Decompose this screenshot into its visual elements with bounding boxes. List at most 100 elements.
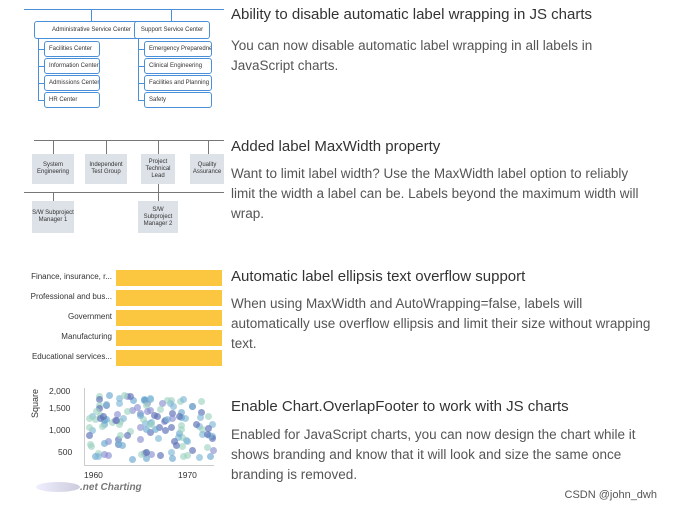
- bar: [116, 310, 222, 326]
- org-connector: [91, 9, 92, 21]
- scatter-point: [147, 396, 154, 403]
- hier-node: System Engineering: [32, 154, 74, 184]
- x-axis: [84, 465, 214, 466]
- scatter-point: [210, 447, 217, 454]
- scatter-point: [147, 429, 154, 436]
- org-node-head: Administrative Service Center: [34, 21, 149, 39]
- scatter-point: [137, 436, 144, 443]
- scatter-point: [196, 454, 203, 461]
- scatter-point: [169, 410, 176, 417]
- hier-connector: [34, 140, 224, 141]
- watermark: CSDN @john_dwh: [564, 489, 658, 501]
- hier-node: S/W Subproject Manager 2: [138, 201, 178, 233]
- scatter-point: [162, 427, 169, 434]
- bar-label: Manufacturing: [61, 332, 112, 341]
- scatter-point: [164, 416, 171, 423]
- bar: [116, 290, 222, 306]
- feature-label-ellipsis: Finance, insurance, r... Professional an…: [0, 258, 673, 373]
- scatter-point: [115, 436, 122, 443]
- bar-row: Educational services...: [24, 350, 224, 366]
- x-tick-label: 1970: [178, 470, 197, 480]
- hier-node: Independent Test Group: [85, 154, 127, 184]
- scatter-point: [171, 438, 178, 445]
- scatter-point: [116, 395, 123, 402]
- bar-label: Government: [67, 312, 112, 321]
- scatter-point: [151, 412, 158, 419]
- y-axis-label: Square: [30, 388, 40, 418]
- org-node: HR Center: [44, 92, 100, 108]
- scatter-point: [205, 425, 212, 432]
- scatter-point: [114, 411, 121, 418]
- bar-chart-thumbnail: Finance, insurance, r... Professional an…: [24, 270, 224, 370]
- scatter-point: [168, 424, 175, 431]
- bar: [116, 350, 222, 366]
- hier-node: Project Technical Lead: [141, 154, 175, 184]
- scatter-point: [143, 449, 150, 456]
- scatter-point: [137, 412, 144, 419]
- hier-connector: [106, 140, 107, 154]
- scatter-point: [209, 435, 216, 442]
- scatter-point: [103, 401, 110, 408]
- scatter-point: [120, 415, 127, 422]
- org-connector: [38, 38, 39, 100]
- scatter-point: [100, 413, 107, 420]
- scatter-point: [127, 428, 134, 435]
- bar-label: Professional and bus...: [30, 292, 112, 301]
- scatter-point: [180, 396, 187, 403]
- scatter-point: [117, 418, 124, 425]
- scatter-point: [205, 413, 212, 420]
- scatter-point: [89, 427, 96, 434]
- branding-swoosh-icon: [36, 482, 80, 492]
- scatter-point: [183, 437, 190, 444]
- org-chart-thumbnail: Administrative Service Center Support Se…: [24, 0, 224, 110]
- hier-connector: [24, 192, 224, 193]
- scatter-point: [143, 402, 150, 409]
- scatter-point: [99, 423, 106, 430]
- scatter-point: [121, 392, 128, 399]
- scatter-point: [101, 440, 108, 447]
- scatter-point: [209, 421, 216, 428]
- scatter-point: [184, 452, 191, 459]
- bar-label: Finance, insurance, r...: [31, 272, 112, 281]
- scatter-point: [117, 432, 124, 439]
- scatter-point: [124, 432, 131, 439]
- hier-connector: [158, 184, 159, 201]
- scatter-point: [197, 414, 204, 421]
- scatter-point: [155, 435, 162, 442]
- y-tick-label: 1,000: [49, 425, 71, 435]
- scatter-point: [159, 400, 166, 407]
- hier-connector: [53, 140, 54, 154]
- branding-text: .net Charting: [80, 482, 142, 493]
- scatter-point: [198, 409, 205, 416]
- org-connector: [38, 66, 44, 67]
- bar-row: Government: [24, 310, 224, 326]
- scatter-point: [86, 424, 93, 431]
- feature-title: Ability to disable automatic label wrapp…: [231, 6, 593, 23]
- org-node: Emergency Preparedness: [144, 41, 212, 57]
- feature-label-wrapping: Administrative Service Center Support Se…: [0, 0, 673, 120]
- scatter-point: [134, 404, 141, 411]
- scatter-point: [180, 453, 187, 460]
- hier-connector: [158, 140, 159, 154]
- scatter-point: [116, 400, 123, 407]
- scatter-point: [124, 408, 131, 415]
- scatter-point: [199, 426, 206, 433]
- scatter-point: [143, 426, 150, 433]
- bar-row: Manufacturing: [24, 330, 224, 346]
- org-connector: [171, 9, 172, 21]
- org-connector: [38, 49, 44, 50]
- scatter-point: [92, 416, 99, 423]
- scatter-point: [164, 397, 171, 404]
- org-connector: [138, 38, 139, 100]
- scatter-point: [130, 397, 137, 404]
- scatter-point: [105, 438, 112, 445]
- scatter-point: [179, 434, 186, 441]
- hier-node: Quality Assurance: [190, 154, 224, 184]
- bar-row: Finance, insurance, r...: [24, 270, 224, 286]
- scatter-point: [207, 453, 214, 460]
- org-node-head: Support Service Center: [134, 21, 210, 39]
- scatter-point: [127, 393, 134, 400]
- y-tick-label: 2,000: [49, 388, 71, 396]
- scatter-point: [143, 455, 150, 462]
- scatter-point: [178, 422, 185, 429]
